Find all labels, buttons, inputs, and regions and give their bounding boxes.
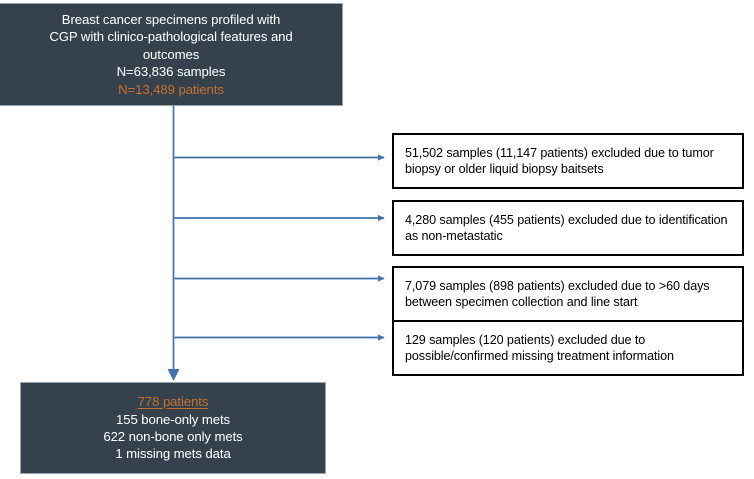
cohort-line-3: outcomes xyxy=(142,46,200,62)
cohort-box-initial: Breast cancer specimens profiled with CG… xyxy=(0,3,343,106)
final-bone-only-mets: 155 bone-only mets xyxy=(115,411,231,427)
cohort-patients-count: N=13,489 patients xyxy=(118,81,224,97)
cohort-line-1: Breast cancer specimens profiled with xyxy=(61,11,281,27)
exclusion-text: 7,079 samples (898 patients) excluded du… xyxy=(405,278,710,309)
exclusion-text: 129 samples (120 patients) excluded due … xyxy=(405,332,674,363)
cohort-samples-count: N=63,836 samples xyxy=(116,64,226,80)
cohort-line-2: CGP with clinico-pathological features a… xyxy=(49,29,293,45)
exclusion-box: 7,079 samples (898 patients) excluded du… xyxy=(392,266,744,322)
exclusion-box: 51,502 samples (11,147 patients) exclude… xyxy=(392,133,744,189)
exclusion-box: 129 samples (120 patients) excluded due … xyxy=(392,320,744,376)
exclusion-text: 4,280 samples (455 patients) excluded du… xyxy=(405,212,728,243)
cohort-box-final: 778 patients 155 bone-only mets 622 non-… xyxy=(20,382,326,474)
final-patients-count: 778 patients xyxy=(137,394,209,410)
exclusion-box: 4,280 samples (455 patients) excluded du… xyxy=(392,200,744,256)
final-missing-mets-data: 1 missing mets data xyxy=(115,446,231,462)
vertical-spine xyxy=(167,106,180,381)
final-non-bone-only-mets: 622 non-bone only mets xyxy=(103,429,243,444)
exclusion-text: 51,502 samples (11,147 patients) exclude… xyxy=(405,145,714,176)
